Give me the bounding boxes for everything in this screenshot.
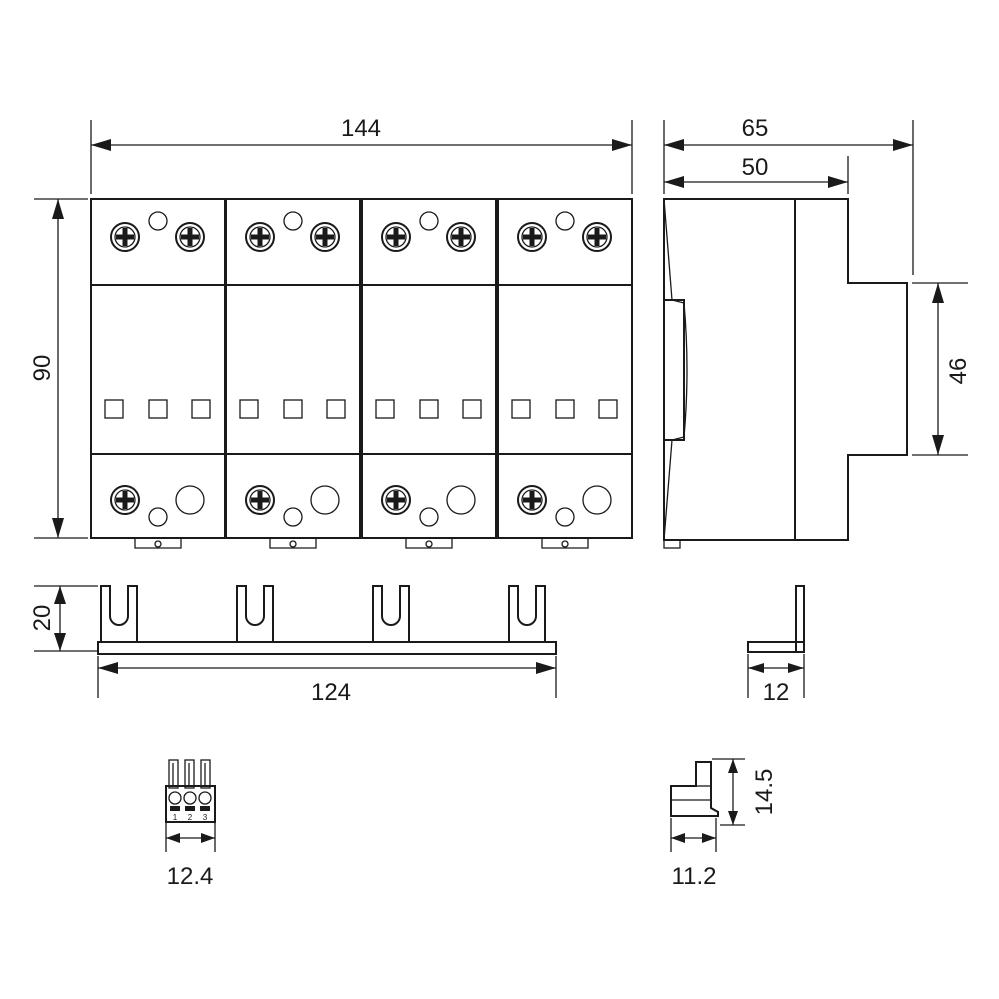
- terminal-hole-icon: [446, 485, 476, 515]
- din-clip: [541, 538, 589, 549]
- din-clip: [405, 538, 453, 549]
- status-window: [191, 399, 211, 419]
- indicator-hole-icon: [283, 507, 303, 527]
- dim-label-65: 65: [742, 115, 769, 142]
- status-window: [375, 399, 395, 419]
- terminal-screw-icon: [175, 222, 205, 252]
- status-window: [598, 399, 618, 419]
- pin-label: 3: [203, 813, 208, 822]
- dim-label-144: 144: [341, 115, 381, 142]
- status-window: [326, 399, 346, 419]
- plug-side: 14.5 11.2: [670, 758, 778, 890]
- din-clip: [134, 538, 182, 549]
- dim-label-14-5: 14.5: [751, 769, 778, 816]
- dimension-busbar-length: 124: [97, 656, 557, 706]
- pin-label: 1: [173, 813, 178, 822]
- dimension-rail-height: 46: [912, 282, 972, 456]
- terminal-screw-icon: [446, 222, 476, 252]
- status-window: [104, 399, 124, 419]
- terminal-screw-icon: [110, 222, 140, 252]
- busbar-front: 20 124: [29, 585, 557, 706]
- busbar-side: 12: [747, 585, 805, 706]
- dimension-connector: 12.4: [165, 822, 216, 890]
- dim-label-50: 50: [742, 154, 769, 181]
- status-window: [419, 399, 439, 419]
- dim-label-46: 46: [945, 358, 972, 385]
- pin-label: 2: [188, 813, 193, 822]
- terminal-screw-icon: [245, 222, 275, 252]
- dim-label-90: 90: [29, 355, 56, 382]
- status-window: [462, 399, 482, 419]
- terminal-screw-icon: [517, 485, 547, 515]
- terminal-hole-icon: [310, 485, 340, 515]
- module-2: [225, 198, 361, 549]
- indicator-hole-icon: [419, 507, 439, 527]
- dimension-front-height: 90: [29, 198, 88, 539]
- dim-label-12-4: 12.4: [167, 863, 214, 890]
- module-3: [361, 198, 497, 549]
- status-window: [148, 399, 168, 419]
- indicator-hole-icon: [283, 211, 303, 231]
- terminal-screw-icon: [381, 485, 411, 515]
- dim-label-20: 20: [29, 605, 56, 632]
- dimension-plug-height: 14.5: [712, 758, 778, 826]
- side-view: 65 50 46: [663, 115, 972, 549]
- dimension-busbar-height: 20: [29, 585, 98, 652]
- din-clip: [269, 538, 317, 549]
- status-window: [283, 399, 303, 419]
- dimension-front-width: 144: [90, 115, 633, 194]
- indicator-hole-icon: [555, 211, 575, 231]
- module-4: [497, 198, 633, 549]
- terminal-screw-icon: [310, 222, 340, 252]
- indicator-hole-icon: [148, 211, 168, 231]
- indicator-hole-icon: [419, 211, 439, 231]
- terminal-screw-icon: [245, 485, 275, 515]
- dimension-side-body: 50: [664, 154, 849, 194]
- status-window: [239, 399, 259, 419]
- terminal-screw-icon: [381, 222, 411, 252]
- status-window: [555, 399, 575, 419]
- dimension-busbar-side: 12: [747, 654, 805, 706]
- terminal-screw-icon: [110, 485, 140, 515]
- dimension-side-total: 65: [663, 115, 914, 275]
- front-view: 144 90: [29, 115, 633, 549]
- status-window: [511, 399, 531, 419]
- module-1: [90, 198, 226, 549]
- dimension-plug-width: 11.2: [670, 818, 717, 890]
- terminal-hole-icon: [175, 485, 205, 515]
- dim-label-12: 12: [763, 679, 790, 706]
- indicator-hole-icon: [555, 507, 575, 527]
- dim-label-11-2: 11.2: [672, 863, 717, 890]
- terminal-screw-icon: [517, 222, 547, 252]
- indicator-hole-icon: [148, 507, 168, 527]
- terminal-hole-icon: [582, 485, 612, 515]
- dim-label-124: 124: [311, 679, 351, 706]
- connector-3pin: 1 2 3 12.4: [165, 759, 216, 890]
- terminal-screw-icon: [582, 222, 612, 252]
